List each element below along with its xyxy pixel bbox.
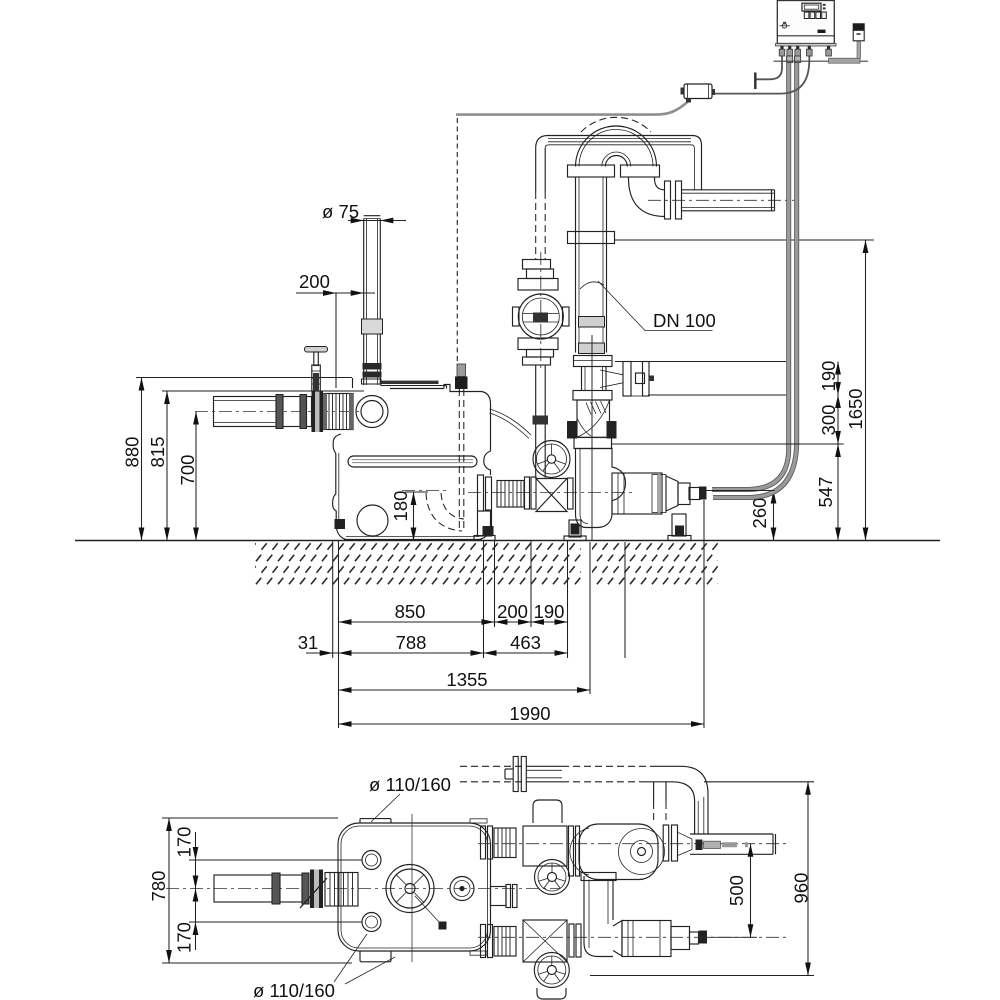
svg-text:700: 700 [177,455,198,486]
svg-text:1355: 1355 [446,669,487,690]
svg-text:1990: 1990 [509,703,550,724]
svg-text:170: 170 [174,827,195,858]
svg-text:880: 880 [122,437,143,468]
svg-text:815: 815 [147,437,168,468]
svg-text:788: 788 [396,632,427,653]
svg-text:300: 300 [818,405,839,436]
svg-text:260: 260 [749,498,770,529]
svg-text:960: 960 [791,873,812,904]
svg-text:31: 31 [298,632,319,653]
svg-text:547: 547 [815,477,836,508]
svg-text:ø 75: ø 75 [322,201,359,222]
svg-text:780: 780 [148,871,169,902]
svg-text:200: 200 [497,601,528,622]
svg-text:170: 170 [174,922,195,953]
svg-text:200: 200 [299,271,330,292]
svg-text:463: 463 [510,632,541,653]
svg-text:190: 190 [818,361,839,392]
svg-text:ø 110/160: ø 110/160 [369,774,451,795]
svg-text:1650: 1650 [845,388,866,429]
svg-text:190: 190 [534,601,565,622]
svg-text:DN 100: DN 100 [653,310,716,331]
svg-text:850: 850 [395,601,426,622]
svg-text:180: 180 [390,491,411,522]
svg-text:500: 500 [726,875,747,906]
svg-text:ø 110/160: ø 110/160 [253,980,335,1000]
